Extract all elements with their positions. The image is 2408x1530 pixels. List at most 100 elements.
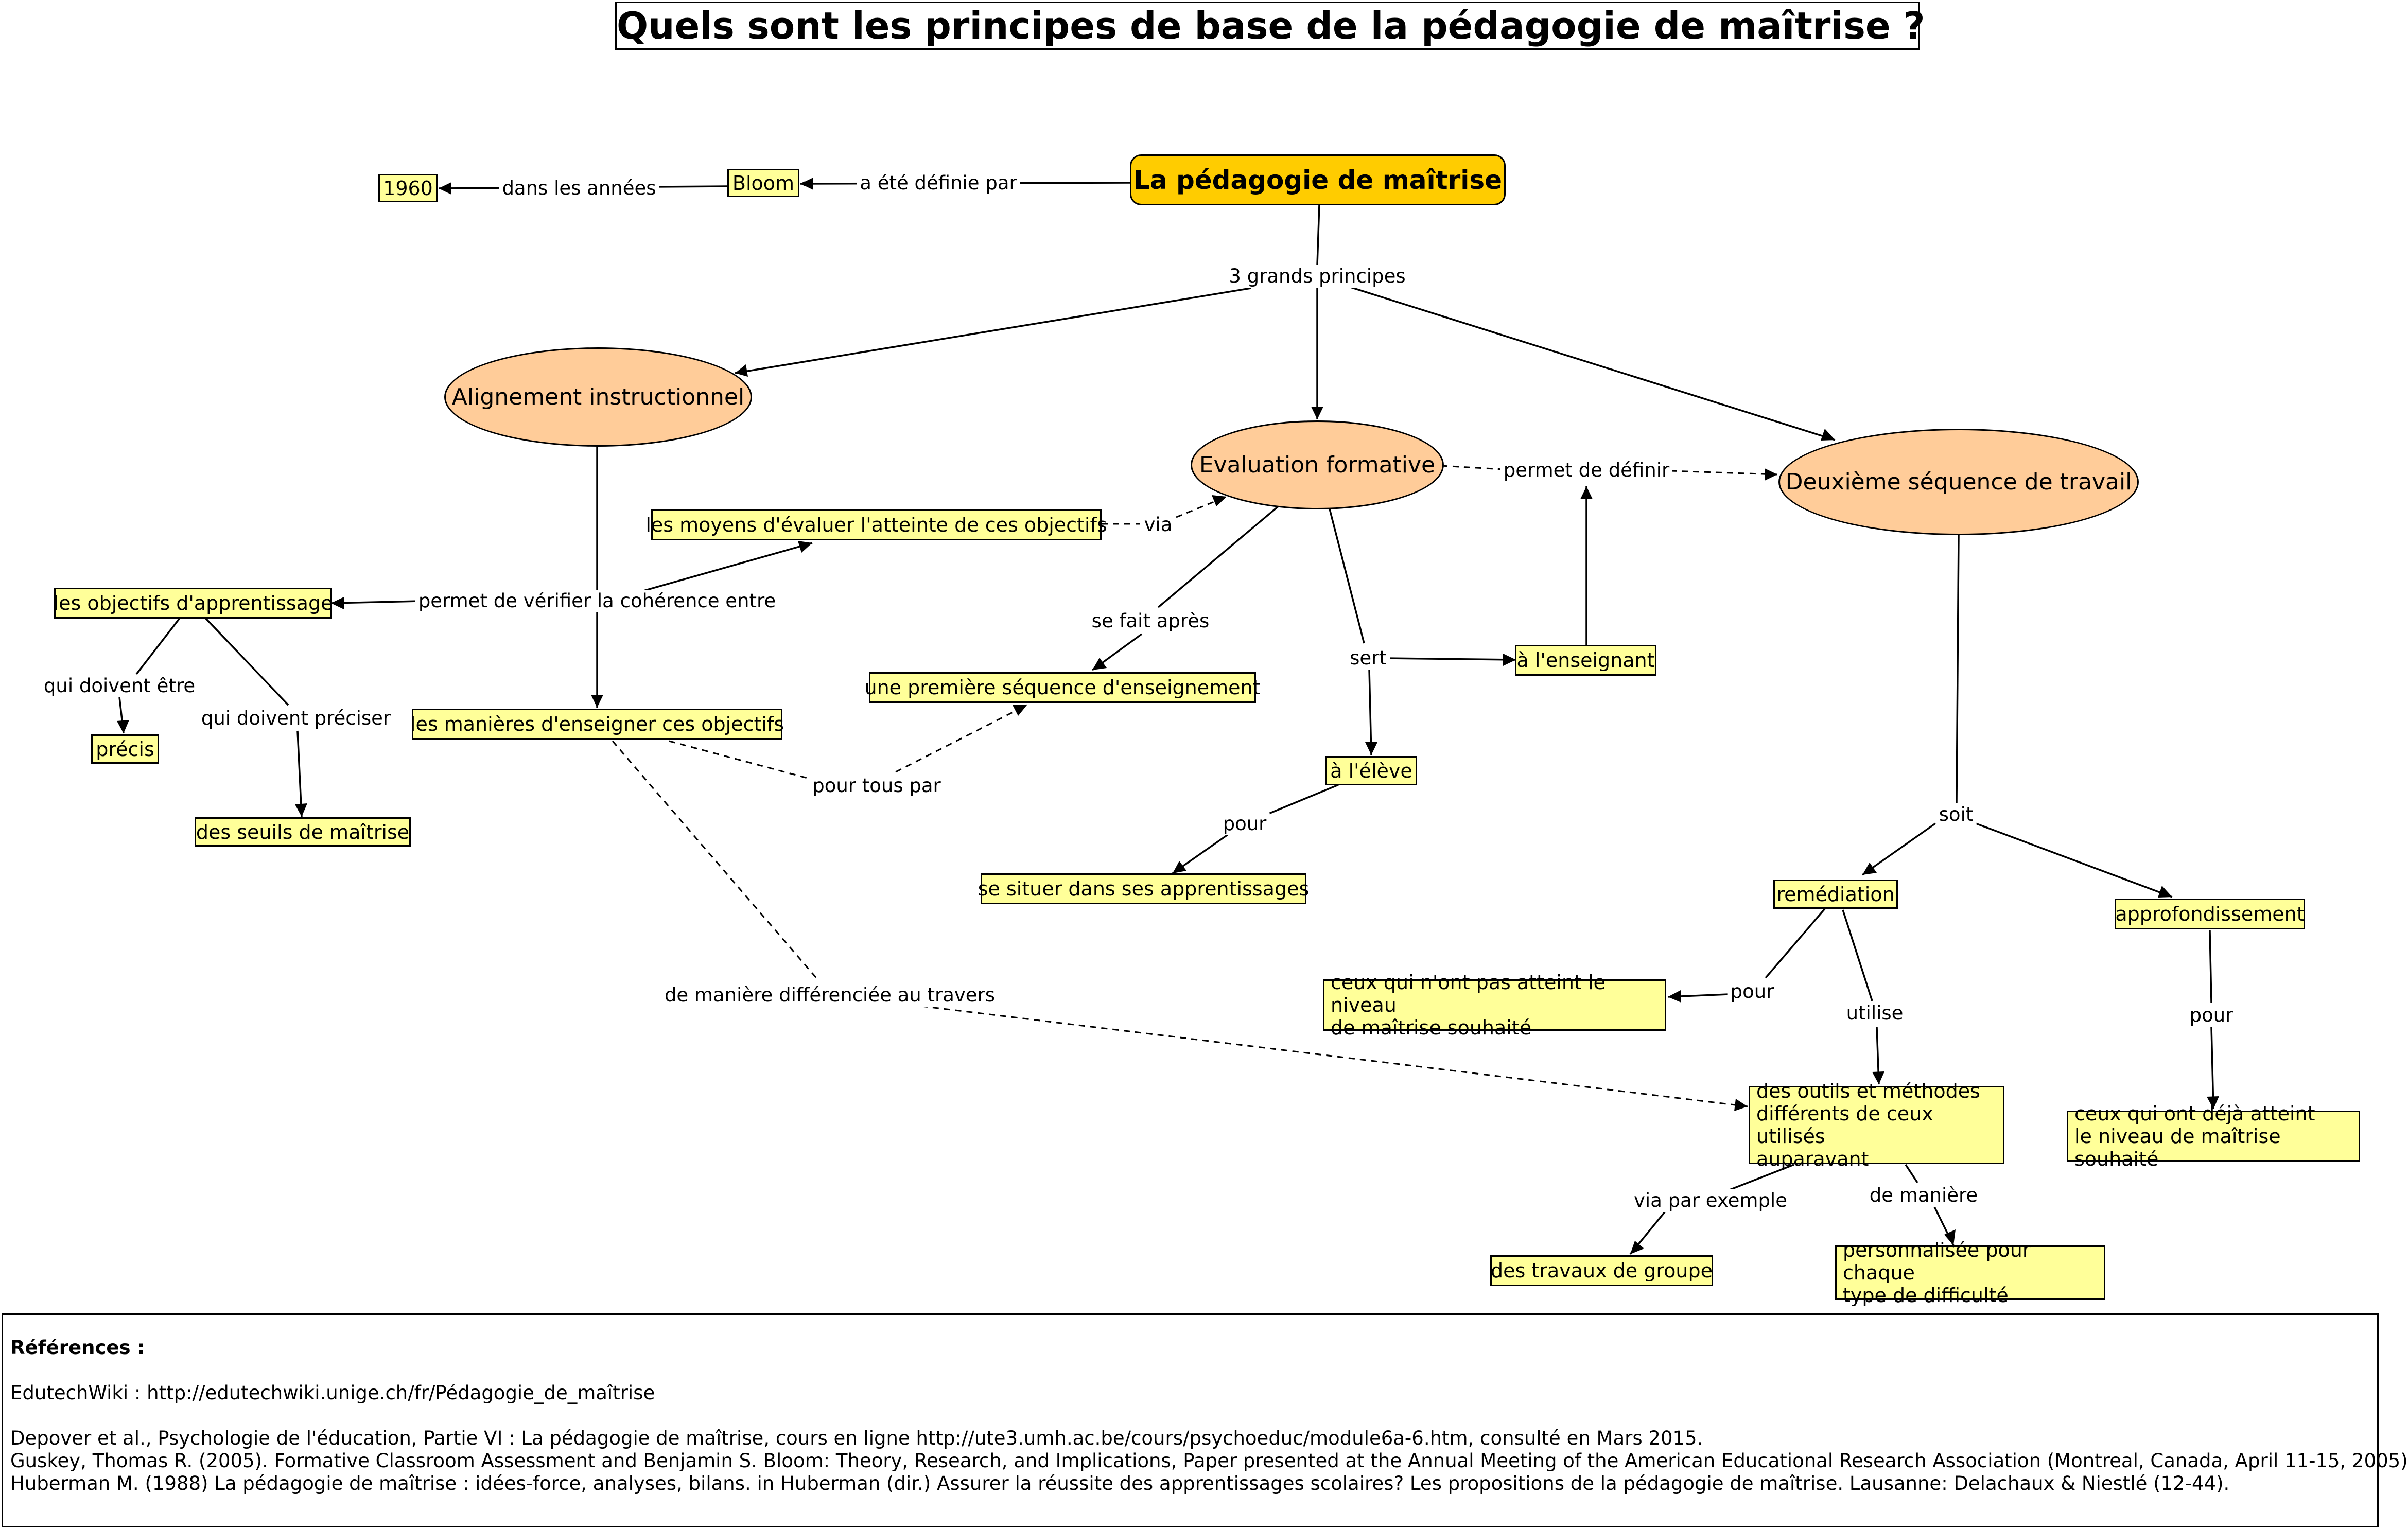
node-seuils-de-maitrise[interactable]: des seuils de maîtrise bbox=[195, 817, 411, 847]
label-pour-approfondissement: pour bbox=[2186, 1004, 2237, 1027]
label-dans-les-annees: dans les années bbox=[499, 177, 659, 200]
label-qui-doivent-etre: qui doivent être bbox=[40, 675, 199, 697]
link-evaluation-sert bbox=[1328, 506, 1365, 644]
node-objectifs-apprentissage[interactable]: les objectifs d'apprentissage bbox=[54, 588, 333, 619]
reference-line: Depover et al., Psychologie de l'éducati… bbox=[10, 1427, 1703, 1449]
node-precis[interactable]: précis bbox=[91, 734, 159, 764]
arrow-moyens bbox=[798, 541, 812, 553]
label-utilise: utilise bbox=[1843, 1002, 1907, 1025]
reference-line: EdutechWiki : http://edutechwiki.unige.c… bbox=[10, 1382, 655, 1404]
link-outils-demaniere bbox=[1905, 1164, 1918, 1183]
arrow-approf bbox=[2158, 886, 2172, 898]
arrow-pourtous-premiere bbox=[1013, 705, 1027, 716]
link-verifier-moyens bbox=[643, 542, 813, 592]
diagram-title: Quels sont les principes de base de la p… bbox=[615, 2, 1925, 50]
node-1960[interactable]: 1960 bbox=[378, 174, 438, 202]
link-principes-deuxieme bbox=[1348, 286, 1836, 441]
link-objectifs-qde bbox=[135, 617, 181, 675]
arrow-seuils bbox=[295, 803, 307, 817]
references-title: Références : bbox=[10, 1336, 145, 1359]
arrow-demaniere-outils bbox=[1734, 1099, 1748, 1111]
node-personnalisee[interactable]: personnalisée pour chaque type de diffic… bbox=[1835, 1239, 2105, 1307]
label-sert: sert bbox=[1347, 647, 1390, 670]
dash-manieres-demaniere bbox=[612, 741, 819, 981]
label-de-maniere-differenciee: de manière différenciée au travers bbox=[661, 984, 999, 1007]
node-travaux-de-groupe[interactable]: des travaux de groupe bbox=[1490, 1255, 1713, 1286]
link-outils-viapar bbox=[1729, 1164, 1794, 1191]
arrow-outils bbox=[1872, 1071, 1884, 1084]
label-via-par-exemple: via par exemple bbox=[1631, 1189, 1790, 1212]
node-a-l-enseignant[interactable]: à l'enseignant bbox=[1515, 645, 1656, 676]
link-remediation-utilise bbox=[1842, 909, 1873, 1001]
link-objectifs-qdp bbox=[205, 618, 289, 706]
node-ceux-pas-atteint[interactable]: ceux qui n'ont pas atteint le niveau de … bbox=[1323, 971, 1666, 1039]
node-pedagogie-de-maitrise[interactable]: La pédagogie de maîtrise bbox=[1130, 154, 1506, 205]
node-a-l-eleve[interactable]: à l'élève bbox=[1325, 756, 1417, 785]
dash-pourtous-premiere bbox=[895, 704, 1027, 773]
label-3-grands-principes: 3 grands principes bbox=[1226, 265, 1409, 288]
arrow-objectifs bbox=[331, 597, 344, 609]
node-premiere-sequence[interactable]: une première séquence d'enseignement bbox=[864, 672, 1261, 703]
link-qdp-seuils bbox=[296, 730, 303, 817]
node-approfondissement[interactable]: approfondissement bbox=[2115, 899, 2305, 929]
node-alignement-instructionnel[interactable]: Alignement instructionnel bbox=[444, 347, 752, 447]
dash-manieres-pourtous bbox=[669, 740, 814, 781]
arrow-perso bbox=[1944, 1229, 1956, 1245]
label-permet-de-definir: permet de définir bbox=[1500, 459, 1673, 482]
link-main-principes bbox=[1316, 204, 1320, 266]
label-pour-eleve: pour bbox=[1219, 813, 1270, 835]
arrow-situer bbox=[1173, 861, 1186, 873]
arrow-1960 bbox=[439, 182, 451, 195]
arrow-precis bbox=[117, 720, 129, 733]
link-deuxieme-soit bbox=[1956, 534, 1960, 803]
arrow-premiere bbox=[1092, 658, 1107, 670]
link-approf-pour bbox=[2209, 930, 2212, 1003]
node-deuxieme-sequence[interactable]: Deuxième séquence de travail bbox=[1778, 429, 2139, 535]
link-pour-ceuxdeja bbox=[2210, 1026, 2214, 1110]
node-remediation[interactable]: remédiation bbox=[1773, 880, 1898, 909]
link-soit-remediation bbox=[1861, 822, 1936, 876]
arrow-travaux bbox=[1630, 1241, 1644, 1254]
label-a-ete-definie-par: a été définie par bbox=[857, 172, 1020, 195]
dash-definir-deuxieme bbox=[1670, 470, 1778, 476]
reference-line: Huberman M. (1988) La pédagogie de maîtr… bbox=[10, 1472, 2230, 1494]
link-sert-enseignant bbox=[1385, 657, 1516, 661]
link-soit-approf bbox=[1971, 821, 2173, 898]
link-evaluation-sefait bbox=[1157, 503, 1282, 608]
label-permet-de-verifier: permet de vérifier la cohérence entre bbox=[415, 590, 779, 612]
arrowheads bbox=[117, 178, 2219, 1254]
arrow-via-evaluation bbox=[1212, 495, 1227, 506]
arrow-manieres bbox=[591, 695, 603, 708]
arrow-deuxieme bbox=[1821, 429, 1835, 441]
references-box: Références : EdutechWiki : http://edutec… bbox=[2, 1313, 2408, 1527]
label-de-maniere: de manière bbox=[1866, 1184, 1981, 1207]
node-ceux-deja-atteint[interactable]: ceux qui ont déjà atteint le niveau de m… bbox=[2067, 1102, 2360, 1170]
label-soit: soit bbox=[1935, 803, 1977, 826]
arrow-definir-deuxieme bbox=[1765, 468, 1777, 481]
label-qui-doivent-preciser: qui doivent préciser bbox=[198, 707, 394, 730]
dash-evaluation-definir bbox=[1441, 465, 1504, 470]
node-se-situer[interactable]: se situer dans ses apprentissages bbox=[978, 873, 1309, 904]
arrow-enseignant bbox=[1503, 654, 1516, 666]
label-pour-remediation: pour bbox=[1727, 980, 1777, 1003]
arrow-bloom bbox=[800, 178, 813, 190]
arrow-ceuxpas bbox=[1668, 990, 1681, 1003]
node-moyens-evaluer[interactable]: les moyens d'évaluer l'atteinte de ces o… bbox=[645, 509, 1107, 540]
link-eleve-pour bbox=[1266, 784, 1339, 816]
dash-demaniere-outils bbox=[921, 1005, 1748, 1107]
node-outils-methodes[interactable]: des outils et méthodes différents de ceu… bbox=[1749, 1080, 2004, 1170]
node-bloom[interactable]: Bloom bbox=[727, 169, 799, 197]
label-pour-tous-par: pour tous par bbox=[809, 775, 944, 797]
node-manieres-enseigner[interactable]: les manières d'enseigner ces objectifs bbox=[410, 709, 784, 740]
link-principes-alignement bbox=[735, 287, 1251, 374]
arrow-eleve bbox=[1365, 742, 1377, 755]
arrow-definir-up bbox=[1580, 486, 1593, 499]
arrow-alignement bbox=[735, 364, 748, 377]
link-remediation-pour bbox=[1765, 908, 1826, 979]
label-via: via bbox=[1141, 514, 1176, 536]
link-sert-eleve bbox=[1368, 669, 1372, 755]
arrow-ceuxdeja bbox=[2207, 1096, 2219, 1109]
arrow-evaluation bbox=[1311, 407, 1323, 419]
node-evaluation-formative[interactable]: Evaluation formative bbox=[1191, 420, 1444, 509]
